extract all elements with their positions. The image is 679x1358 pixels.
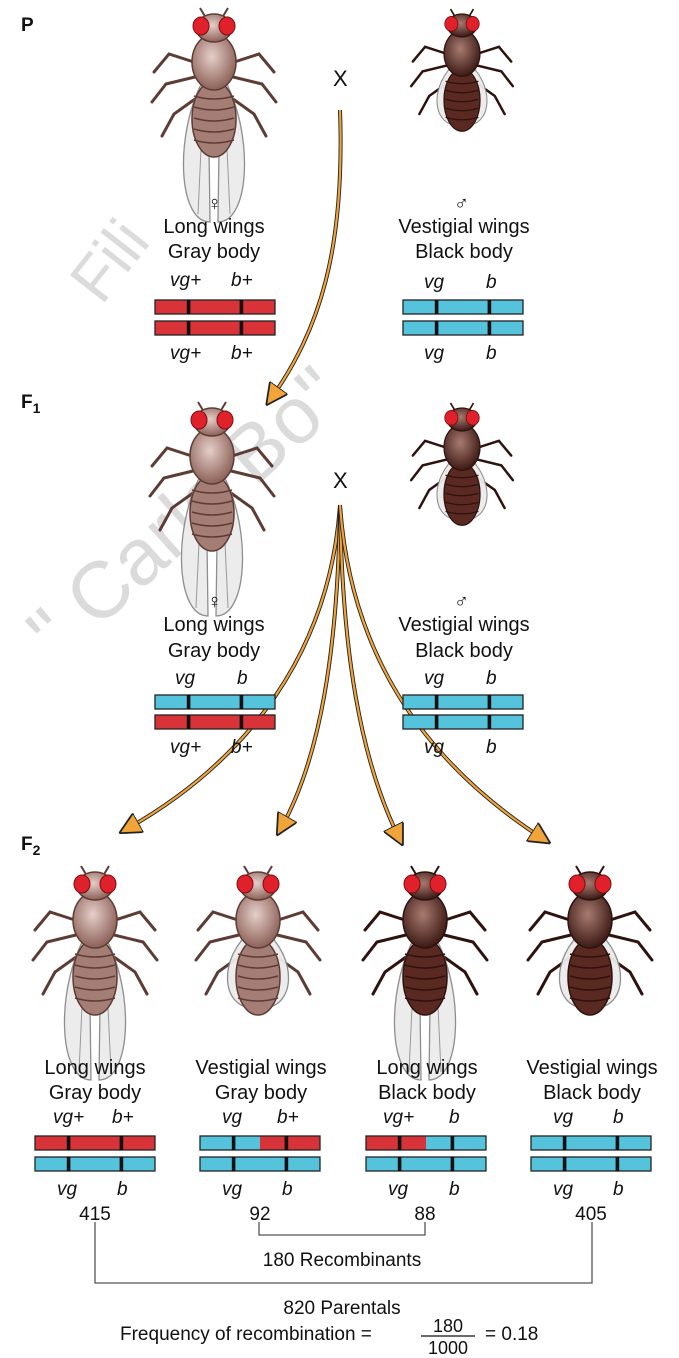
generation-f2-label: F2: [21, 835, 40, 857]
f1-female-symbol: ♀: [207, 592, 222, 612]
offspring-2-line2: Gray body: [181, 1083, 341, 1103]
offspring-1-bottom-allele-1: vg: [57, 1180, 77, 1199]
p-male-bottom-allele-2: b: [486, 344, 497, 363]
offspring-3-top-allele-1: vg+: [383, 1108, 414, 1127]
f1-female-line1: Long wings: [140, 615, 288, 635]
offspring-3-line2: Black body: [352, 1083, 502, 1103]
recombinants-label: 180 Recombinants: [232, 1251, 452, 1270]
p-female-top-allele-2: b+: [231, 271, 253, 290]
chromosome-f2-2-top: [200, 1136, 320, 1150]
offspring-1-top-allele-2: b+: [112, 1108, 134, 1127]
chromosome-f1-female-top: [155, 695, 275, 709]
p-female-line1: Long wings: [140, 217, 288, 237]
offspring-3-count: 88: [409, 1205, 441, 1224]
p-male-top-allele-2: b: [486, 273, 497, 292]
offspring-3-line1: Long wings: [352, 1058, 502, 1078]
p-female-bottom-allele-2: b+: [231, 344, 253, 363]
f1-male-line2: Black body: [384, 641, 544, 661]
offspring-3-top-allele-2: b: [449, 1108, 460, 1127]
f1-female-line2: Gray body: [140, 641, 288, 661]
offspring-3-bottom-allele-1: vg: [388, 1180, 408, 1199]
offspring-1-top-allele-1: vg+: [53, 1108, 84, 1127]
offspring-2-top-allele-1: vg: [222, 1108, 242, 1127]
fly-p-female-long-gray: [152, 8, 276, 222]
p-male-symbol: ♂: [454, 194, 469, 214]
offspring-4-top-allele-1: vg: [553, 1108, 573, 1127]
chromosome-f2-3-top: [366, 1136, 486, 1150]
formula-result: = 0.18: [485, 1325, 538, 1344]
chromosome-p-male-top: [403, 300, 523, 314]
p-male-bottom-allele-1: vg: [424, 344, 444, 363]
f1-female-bottom-allele-2: b+: [231, 738, 253, 757]
fly-p-male-vestigial-black: [411, 9, 513, 131]
offspring-2-bottom-allele-2: b: [282, 1180, 293, 1199]
offspring-2-line1: Vestigial wings: [181, 1058, 341, 1078]
f1-sub: 1: [33, 400, 41, 416]
chromosome-f1-male-top: [403, 695, 523, 709]
p-male-line2: Black body: [384, 242, 544, 262]
p-female-line2: Gray body: [140, 242, 288, 262]
offspring-4-line2: Black body: [512, 1083, 672, 1103]
p-female-top-allele-1: vg+: [170, 271, 201, 290]
chromosome-f2-4-top: [531, 1136, 651, 1150]
offspring-2-top-allele-2: b+: [277, 1108, 299, 1127]
p-male-top-allele-1: vg: [424, 273, 444, 292]
f1-female-top-allele-2: b: [237, 669, 248, 688]
f1-male-top-allele-1: vg: [424, 669, 444, 688]
f1-male-top-allele-2: b: [486, 669, 497, 688]
formula-denominator: 1000: [421, 1339, 475, 1357]
chromosome-p-female-top: [155, 300, 275, 314]
offspring-1-line2: Gray body: [20, 1083, 170, 1103]
p-female-bottom-allele-1: vg+: [170, 344, 201, 363]
offspring-4-bottom-allele-1: vg: [553, 1180, 573, 1199]
f1-male-bottom-allele-2: b: [486, 738, 497, 757]
offspring-4-top-allele-2: b: [613, 1108, 624, 1127]
chromosome-f2-3-bottom: [366, 1157, 486, 1171]
offspring-1-count: 415: [74, 1205, 116, 1224]
f2-base: F: [21, 834, 33, 855]
recombinants-bracket: [259, 1222, 425, 1235]
fly-f2-long-black: [363, 866, 487, 1080]
formula-numerator: 180: [421, 1317, 475, 1335]
f1-female-top-allele-1: vg: [175, 669, 195, 688]
f1-male-bottom-allele-1: vg: [424, 738, 444, 757]
f1-male-symbol: ♂: [454, 592, 469, 612]
chromosome-f2-2-bottom: [200, 1157, 320, 1171]
offspring-3-bottom-allele-2: b: [449, 1180, 460, 1199]
p-female-symbol: ♀: [207, 194, 222, 214]
chromosome-f2-1-top: [35, 1136, 155, 1150]
parentals-label: 820 Parentals: [232, 1299, 452, 1318]
chromosome-p-male-bottom: [403, 321, 523, 335]
fly-f1-female-long-gray: [150, 402, 274, 616]
cross-symbol-p: X: [333, 68, 348, 90]
fly-f2-vestigial-gray: [196, 866, 320, 1015]
offspring-2-bottom-allele-1: vg: [222, 1180, 242, 1199]
offspring-2-count: 92: [244, 1205, 276, 1224]
p-male-line1: Vestigial wings: [384, 217, 544, 237]
offspring-1-bottom-allele-2: b: [117, 1180, 128, 1199]
chromosome-f1-male-bottom: [403, 715, 523, 729]
generation-p-label: P: [21, 16, 34, 35]
f1-female-bottom-allele-1: vg+: [170, 738, 201, 757]
chromosome-f2-1-bottom: [35, 1157, 155, 1171]
offspring-4-count: 405: [570, 1205, 612, 1224]
fly-f2-long-gray: [33, 866, 157, 1080]
f1-male-line1: Vestigial wings: [384, 615, 544, 635]
chromosome-f2-4-bottom: [531, 1157, 651, 1171]
offspring-4-bottom-allele-2: b: [613, 1180, 624, 1199]
chromosome-f1-female-bottom: [155, 715, 275, 729]
fly-f1-male-vestigial-black: [411, 403, 513, 525]
f2-sub: 2: [33, 842, 41, 858]
fly-f2-vestigial-black: [528, 866, 652, 1015]
generation-f1-label: F1: [21, 393, 40, 415]
chromosome-p-female-bottom: [155, 321, 275, 335]
cross-symbol-f1: X: [333, 470, 348, 492]
offspring-4-line1: Vestigial wings: [512, 1058, 672, 1078]
f1-base: F: [21, 392, 33, 413]
formula-prefix: Frequency of recombination =: [120, 1325, 372, 1344]
offspring-1-line1: Long wings: [20, 1058, 170, 1078]
